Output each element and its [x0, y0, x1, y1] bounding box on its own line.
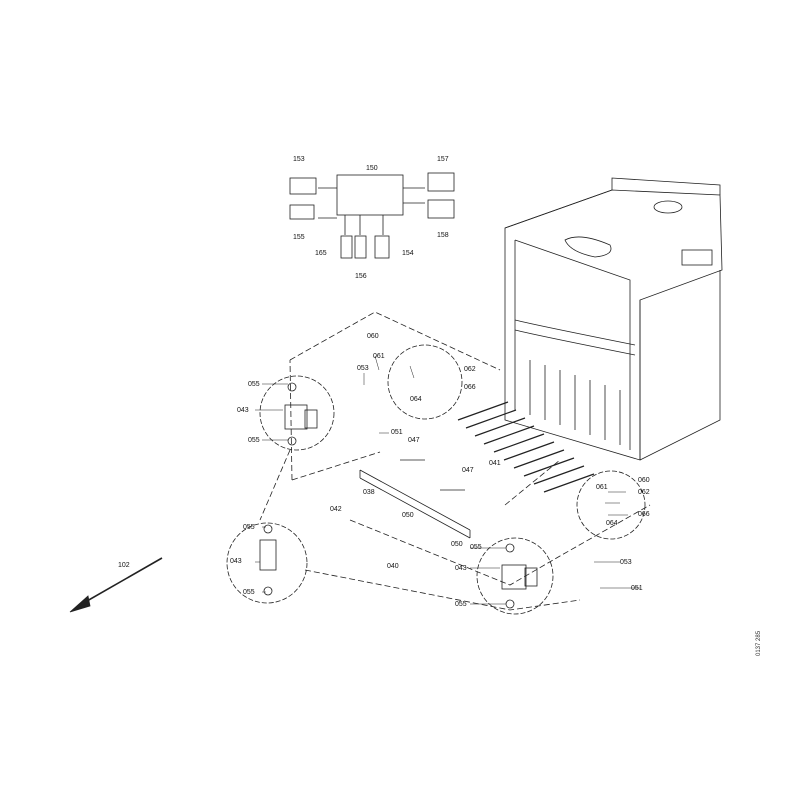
- leader-lines: [255, 355, 640, 605]
- part-label-051: 051: [391, 429, 403, 436]
- part-label-047: 047: [462, 467, 474, 474]
- part-label-061: 061: [373, 353, 385, 360]
- part-label-158: 158: [437, 232, 449, 239]
- part-label-055: 055: [243, 589, 255, 596]
- part-label-062: 062: [464, 366, 476, 373]
- part-label-061: 061: [596, 484, 608, 491]
- part-label-150: 150: [366, 165, 378, 172]
- part-label-050: 050: [402, 512, 414, 519]
- part-label-154: 154: [402, 250, 414, 257]
- part-label-165: 165: [315, 250, 327, 257]
- part-label-042: 042: [330, 506, 342, 513]
- drawing-number: 0137 285: [756, 630, 762, 656]
- part-label-041: 041: [489, 460, 501, 467]
- burner-tubes: [457, 401, 595, 493]
- part-label-060: 060: [638, 477, 650, 484]
- part-label-053: 053: [620, 559, 632, 566]
- part-label-040: 040: [387, 563, 399, 570]
- part-label-055: 055: [248, 381, 260, 388]
- detail-circles: [226, 344, 646, 615]
- part-label-038: 038: [363, 489, 375, 496]
- part-label-156: 156: [355, 273, 367, 280]
- manifold: [359, 459, 471, 539]
- part-label-062: 062: [638, 489, 650, 496]
- assembly-outline: [259, 311, 651, 611]
- tool-102: [69, 557, 163, 613]
- part-label-066: 066: [638, 511, 650, 518]
- part-label-047: 047: [408, 437, 420, 444]
- part-label-102: 102: [118, 562, 130, 569]
- part-label-043: 043: [230, 558, 242, 565]
- control-unit: [289, 172, 455, 259]
- part-label-051: 051: [631, 585, 643, 592]
- part-label-055: 055: [248, 437, 260, 444]
- part-label-050: 050: [451, 541, 463, 548]
- part-label-153: 153: [293, 156, 305, 163]
- boiler-housing: [504, 177, 723, 461]
- part-label-053: 053: [357, 365, 369, 372]
- part-label-055: 055: [455, 601, 467, 608]
- part-label-064: 064: [410, 396, 422, 403]
- part-label-043: 043: [237, 407, 249, 414]
- part-label-060: 060: [367, 333, 379, 340]
- part-label-064: 064: [606, 520, 618, 527]
- part-label-043: 043: [455, 565, 467, 572]
- part-label-066: 066: [464, 384, 476, 391]
- part-label-157: 157: [437, 156, 449, 163]
- part-label-155: 155: [293, 234, 305, 241]
- gas-valves: [259, 382, 538, 609]
- part-label-055: 055: [470, 544, 482, 551]
- part-label-055: 055: [243, 524, 255, 531]
